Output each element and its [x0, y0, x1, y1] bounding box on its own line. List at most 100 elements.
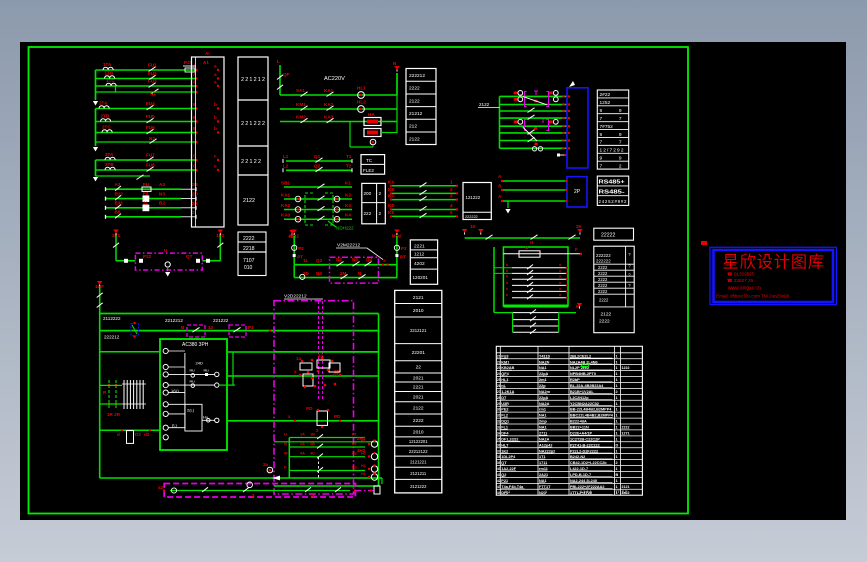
svg-text:1212: 1212 [414, 252, 425, 257]
svg-text:NA2A: NA2A [539, 437, 550, 441]
svg-text:B: B [193, 115, 197, 120]
svg-text:N2: N2 [352, 466, 357, 470]
svg-text:FU6: FU6 [146, 125, 155, 130]
svg-text:2K: 2K [576, 224, 583, 229]
svg-text:1L: 1L [303, 258, 309, 263]
svg-text:P: P [284, 466, 287, 470]
svg-text:1: 1 [616, 366, 618, 370]
svg-text:U: U [525, 245, 529, 250]
svg-text:K3: K3 [345, 203, 351, 208]
svg-text:x: x [559, 287, 562, 291]
svg-text:M: M [576, 304, 580, 309]
svg-text:2021: 2021 [413, 375, 424, 381]
svg-text:A12p42: A12p42 [539, 443, 553, 447]
svg-text:2121211: 2121211 [410, 471, 427, 476]
svg-text:D2: D2 [135, 432, 141, 437]
svg-text:Y2CBN2A22C02: Y2CBN2A22C02 [570, 402, 599, 406]
svg-text:KA: KA [388, 179, 395, 184]
svg-text:KA1: KA1 [324, 88, 334, 93]
svg-text:NA2N: NA2N [539, 360, 550, 364]
svg-text:B: B [181, 325, 185, 330]
svg-text:x: x [559, 269, 562, 273]
svg-text:?: ? [628, 263, 631, 268]
svg-text:b: b [214, 115, 217, 120]
svg-text:W: W [284, 452, 288, 456]
svg-text:1: 1 [616, 372, 618, 376]
svg-text:NA2A4B 2L4N0: NA2A4B 2L4N0 [570, 360, 598, 364]
svg-text:1K: 1K [470, 224, 477, 229]
svg-text:K1: K1 [345, 181, 351, 186]
svg-text:42: 42 [497, 479, 501, 483]
svg-text:2122: 2122 [413, 406, 424, 412]
svg-text:NPB4NB-2PT0: NPB4NB-2PT0 [570, 372, 596, 376]
svg-text:+12: +12 [288, 234, 296, 239]
svg-text:222222: 222222 [465, 215, 478, 219]
svg-text:DF4: DF4 [501, 431, 509, 435]
svg-text:PD: PD [334, 414, 341, 419]
svg-text:2B: 2B [310, 442, 315, 446]
svg-text:21212: 21212 [409, 111, 423, 117]
svg-text:FL2: FL2 [501, 414, 508, 418]
svg-text:2mp: 2mp [539, 420, 547, 424]
svg-text:1R 2R: 1R 2R [107, 412, 121, 417]
svg-text:2122: 2122 [601, 312, 612, 318]
svg-text:H1: H1 [361, 452, 366, 456]
svg-text:N3: N3 [159, 191, 165, 196]
svg-text:1: 1 [616, 414, 618, 418]
svg-text:HLT: HLT [501, 443, 509, 447]
svg-text:1DL2P4: 1DL2P4 [501, 455, 516, 459]
svg-text:x: x [559, 281, 562, 285]
svg-text:120201: 120201 [413, 275, 429, 280]
svg-text:2122: 2122 [243, 198, 255, 204]
svg-text:33: 33 [497, 426, 501, 430]
svg-text:A: A [498, 183, 502, 188]
svg-text:Hu: Hu [204, 368, 209, 373]
svg-text:B: B [616, 473, 619, 477]
svg-text:k: k [506, 263, 509, 267]
svg-text:5: 5 [450, 210, 453, 215]
svg-text:AI: AI [205, 51, 210, 56]
svg-text:TT: TT [615, 490, 620, 494]
svg-text:x: x [559, 275, 562, 279]
svg-text:B222+BA: B222+BA [570, 420, 587, 424]
svg-text:FU3: FU3 [501, 354, 508, 358]
svg-text:2222: 2222 [598, 271, 608, 276]
svg-text:27: 27 [497, 390, 501, 394]
svg-text:1TB: 1TB [105, 70, 114, 75]
svg-text:1C2T2B-C22C2P: 1C2T2B-C22C2P [570, 437, 600, 441]
svg-text:7107: 7107 [243, 258, 255, 264]
svg-text:B8: B8 [115, 210, 121, 215]
svg-text:NA1: NA1 [539, 366, 547, 370]
svg-text:2222: 2222 [413, 418, 424, 424]
svg-text:2P: 2P [574, 189, 581, 195]
svg-text:21: 21 [143, 200, 149, 205]
svg-text:HL1: HL1 [357, 86, 366, 91]
svg-text:2221: 2221 [413, 385, 424, 391]
svg-text:29: 29 [497, 402, 501, 406]
svg-text:1: 1 [616, 402, 618, 406]
svg-text:221222: 221222 [213, 318, 229, 323]
svg-text:L422-1D-7: L422-1D-7 [570, 467, 588, 471]
svg-text:2TC: 2TC [102, 124, 111, 129]
svg-text:KA2: KA2 [281, 203, 291, 208]
svg-text:SB1: SB1 [281, 181, 290, 186]
svg-text:1: 1 [616, 485, 618, 489]
svg-text:2222: 2222 [622, 426, 630, 430]
svg-text:P21: P21 [501, 479, 508, 483]
svg-text:1: 1 [450, 179, 453, 184]
svg-text:121222: 121222 [466, 195, 481, 200]
svg-text:V2D22212: V2D22212 [284, 294, 307, 300]
svg-text:U3R: U3R [501, 402, 509, 406]
svg-text:2: 2 [379, 211, 382, 216]
svg-text:QF4: QF4 [501, 372, 509, 376]
svg-text:21: 21 [497, 354, 501, 358]
svg-text:R: R [103, 390, 107, 395]
svg-text:221222: 221222 [241, 121, 265, 127]
svg-text:AC220V: AC220V [324, 76, 345, 82]
svg-text:c: c [214, 154, 217, 159]
svg-text:BB-22L4B4B2,B2MPP4: BB-22L4B4B2,B2MPP4 [570, 408, 612, 412]
svg-text:KM1: KM1 [296, 102, 306, 107]
svg-text:N4: N4 [352, 257, 358, 262]
svg-text:222: 222 [364, 211, 372, 216]
svg-text:2222: 2222 [599, 298, 609, 303]
